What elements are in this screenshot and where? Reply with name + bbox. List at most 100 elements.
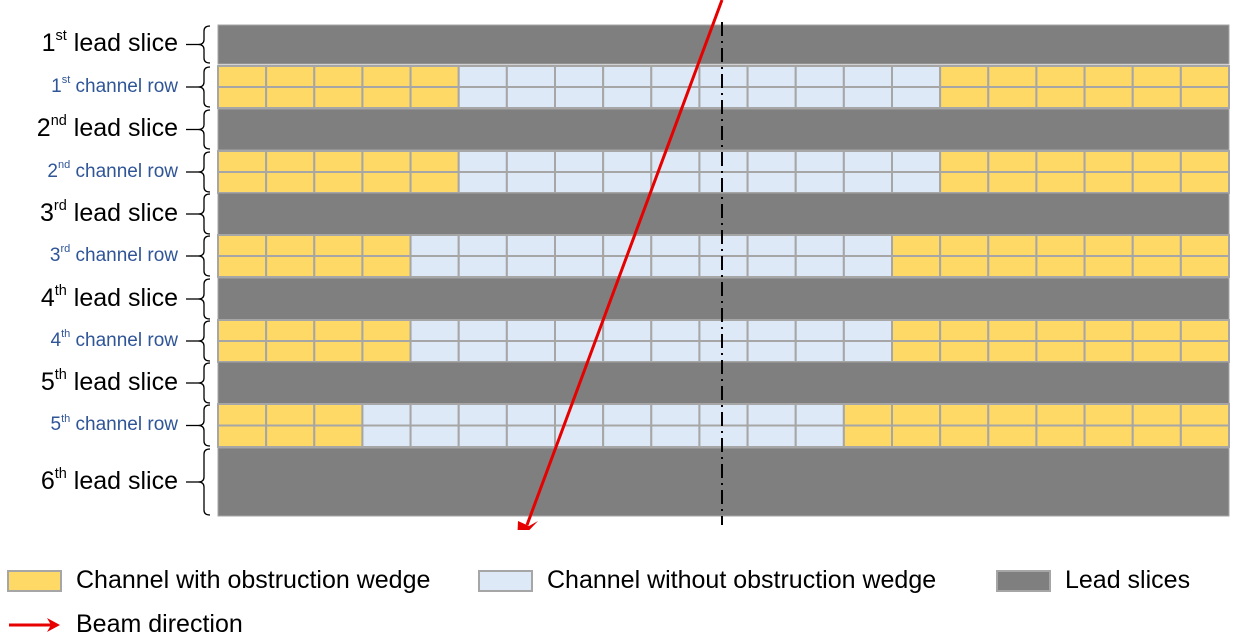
- row-label-text: channel row: [70, 160, 178, 182]
- row-brace: [197, 151, 211, 193]
- channel-cell: [457, 86, 508, 109]
- legend-lead-swatch: [996, 569, 1051, 592]
- channel-cell: [554, 150, 605, 173]
- beam-arrow-icon: [9, 617, 60, 632]
- row-label-number: 1: [51, 75, 62, 97]
- channel-cell: [1131, 424, 1182, 448]
- channel-cell: [602, 340, 653, 363]
- channel-cell: [505, 234, 557, 257]
- channel-cell: [554, 403, 605, 427]
- channel-cell: [842, 150, 893, 173]
- channel-cell: [409, 86, 460, 109]
- channel-cell: [505, 86, 557, 109]
- channel-cell: [313, 340, 364, 363]
- channel-cell: [650, 403, 701, 427]
- channel-cell: [698, 86, 749, 109]
- channel-cell: [842, 319, 893, 342]
- row-label-text: lead slice: [66, 114, 178, 142]
- channel-cell: [265, 171, 316, 194]
- channel-cell: [1179, 171, 1231, 194]
- channel-cell: [409, 319, 460, 342]
- channel-cell: [1179, 340, 1231, 363]
- channel-cell: [891, 86, 942, 109]
- channel-cell: [602, 65, 653, 88]
- row-label-ordinal: nd: [58, 159, 71, 172]
- channel-cell: [939, 424, 990, 448]
- row-brace: [197, 404, 211, 447]
- channel-cell: [505, 340, 557, 363]
- channel-cell: [650, 86, 701, 109]
- lead-slice-label: 1st lead slice: [42, 29, 178, 56]
- row-label-text: channel row: [70, 329, 178, 351]
- channel-row-label: 1st channel row: [51, 75, 178, 97]
- channel-cell: [794, 86, 845, 109]
- beam-arrowhead: [517, 521, 538, 530]
- row-label-number: 5: [50, 414, 62, 435]
- channel-cell: [1179, 65, 1231, 88]
- legend-beam-label: Beam direction: [76, 610, 243, 638]
- channel-cell: [409, 234, 460, 257]
- channel-cell: [1083, 424, 1134, 448]
- row-label-text: lead slice: [66, 283, 178, 312]
- channel-cell: [313, 319, 364, 342]
- channel-cell: [1131, 86, 1182, 109]
- channel-cell: [361, 65, 412, 88]
- channel-cell: [746, 86, 797, 109]
- legend-lead: Lead slices: [996, 566, 1190, 595]
- channel-cell: [457, 234, 508, 257]
- channel-cell: [746, 403, 797, 427]
- row-label-text: channel row: [70, 414, 178, 435]
- channel-cell: [1035, 65, 1086, 88]
- channel-cell: [457, 255, 508, 278]
- row-label-text: lead slice: [66, 367, 178, 396]
- row-brace: [197, 362, 211, 404]
- channel-cell: [265, 340, 316, 363]
- channel-cell: [650, 234, 701, 257]
- channel-cell: [698, 150, 749, 173]
- channel-cell: [265, 234, 316, 257]
- row-label-ordinal: th: [54, 282, 67, 299]
- channel-cell: [1131, 319, 1182, 342]
- channel-cell: [746, 424, 797, 448]
- channel-cell: [313, 424, 364, 448]
- channel-cell: [746, 171, 797, 194]
- channel-cell: [698, 234, 749, 257]
- channel-cell: [457, 65, 508, 88]
- legend-wedge: Channel with obstruction wedge: [7, 566, 430, 595]
- row-brace: [197, 278, 211, 320]
- channel-cell: [794, 150, 845, 173]
- channel-cell: [409, 340, 460, 363]
- channel-cell: [794, 340, 845, 363]
- channel-cell: [987, 65, 1038, 88]
- channel-cell: [842, 86, 893, 109]
- row-label-number: 3: [40, 198, 54, 227]
- channel-cell: [939, 171, 990, 194]
- channel-cell: [217, 340, 268, 363]
- channel-cell: [265, 65, 316, 88]
- row-label-number: 2: [47, 160, 58, 182]
- channel-cell: [987, 150, 1038, 173]
- channel-cell: [1083, 171, 1134, 194]
- channel-cell: [505, 150, 557, 173]
- channel-cell: [505, 171, 557, 194]
- channel-cell: [842, 234, 893, 257]
- channel-cell: [217, 65, 268, 88]
- channel-cell: [554, 255, 605, 278]
- channel-cell: [554, 65, 605, 88]
- channel-cell: [602, 403, 653, 427]
- channel-cell: [554, 340, 605, 363]
- channel-cell: [746, 340, 797, 363]
- channel-cell: [1179, 403, 1231, 427]
- channel-cell: [939, 403, 990, 427]
- channel-cell: [1035, 150, 1086, 173]
- channel-cell: [361, 255, 412, 278]
- row-label-text: lead slice: [66, 198, 178, 227]
- channel-cell: [650, 340, 701, 363]
- channel-cell: [698, 319, 749, 342]
- row-brace: [197, 25, 211, 64]
- row-label-text: channel row: [70, 75, 178, 97]
- channel-cell: [361, 319, 412, 342]
- channel-cell: [842, 65, 893, 88]
- channel-cell: [265, 255, 316, 278]
- channel-cell: [505, 255, 557, 278]
